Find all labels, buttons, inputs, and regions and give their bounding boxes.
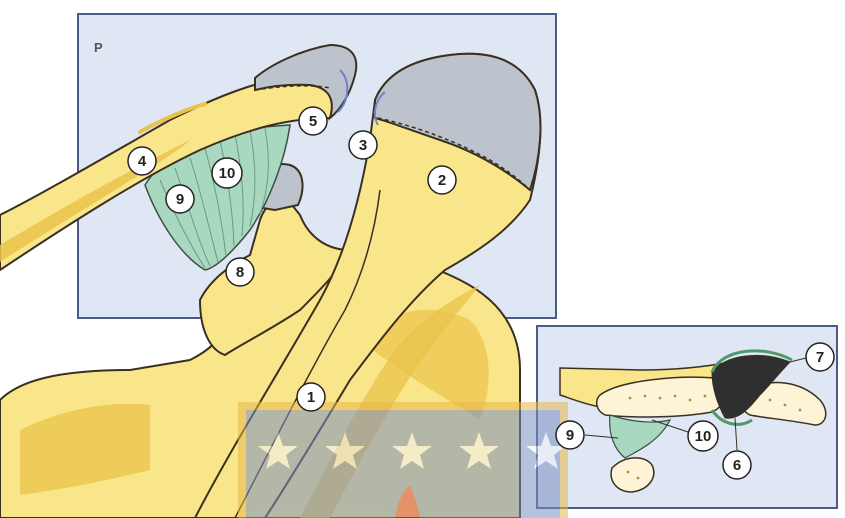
marker-2: 2	[428, 166, 456, 194]
inset-marker-6: 6	[723, 451, 751, 479]
marker-3: 3	[349, 131, 377, 159]
marker-10-label: 10	[219, 165, 236, 182]
marker-10: 10	[212, 158, 242, 188]
marker-2-label: 2	[438, 172, 446, 189]
marker-1: 1	[297, 383, 325, 411]
marker-8: 8	[226, 258, 254, 286]
marker-4-label: 4	[138, 153, 147, 170]
inset-marker-7: 7	[806, 343, 834, 371]
inset-marker-6-label: 6	[733, 457, 741, 474]
inset-marker-7-label: 7	[816, 349, 824, 366]
marker-9-label: 9	[176, 191, 184, 208]
inset-marker-9-label: 9	[566, 427, 574, 444]
inset-marker-9: 9	[556, 421, 584, 449]
marker-1-label: 1	[307, 389, 315, 406]
marker-8-label: 8	[236, 264, 244, 281]
inset-marker-10-label: 10	[695, 428, 712, 445]
marker-4: 4	[128, 147, 156, 175]
panel-letter: P	[94, 40, 103, 55]
marker-5-label: 5	[309, 113, 317, 130]
marker-5: 5	[299, 107, 327, 135]
marker-9: 9	[166, 185, 194, 213]
inset-marker-10: 10	[688, 421, 718, 451]
university-watermark	[238, 402, 568, 518]
marker-3-label: 3	[359, 137, 367, 154]
